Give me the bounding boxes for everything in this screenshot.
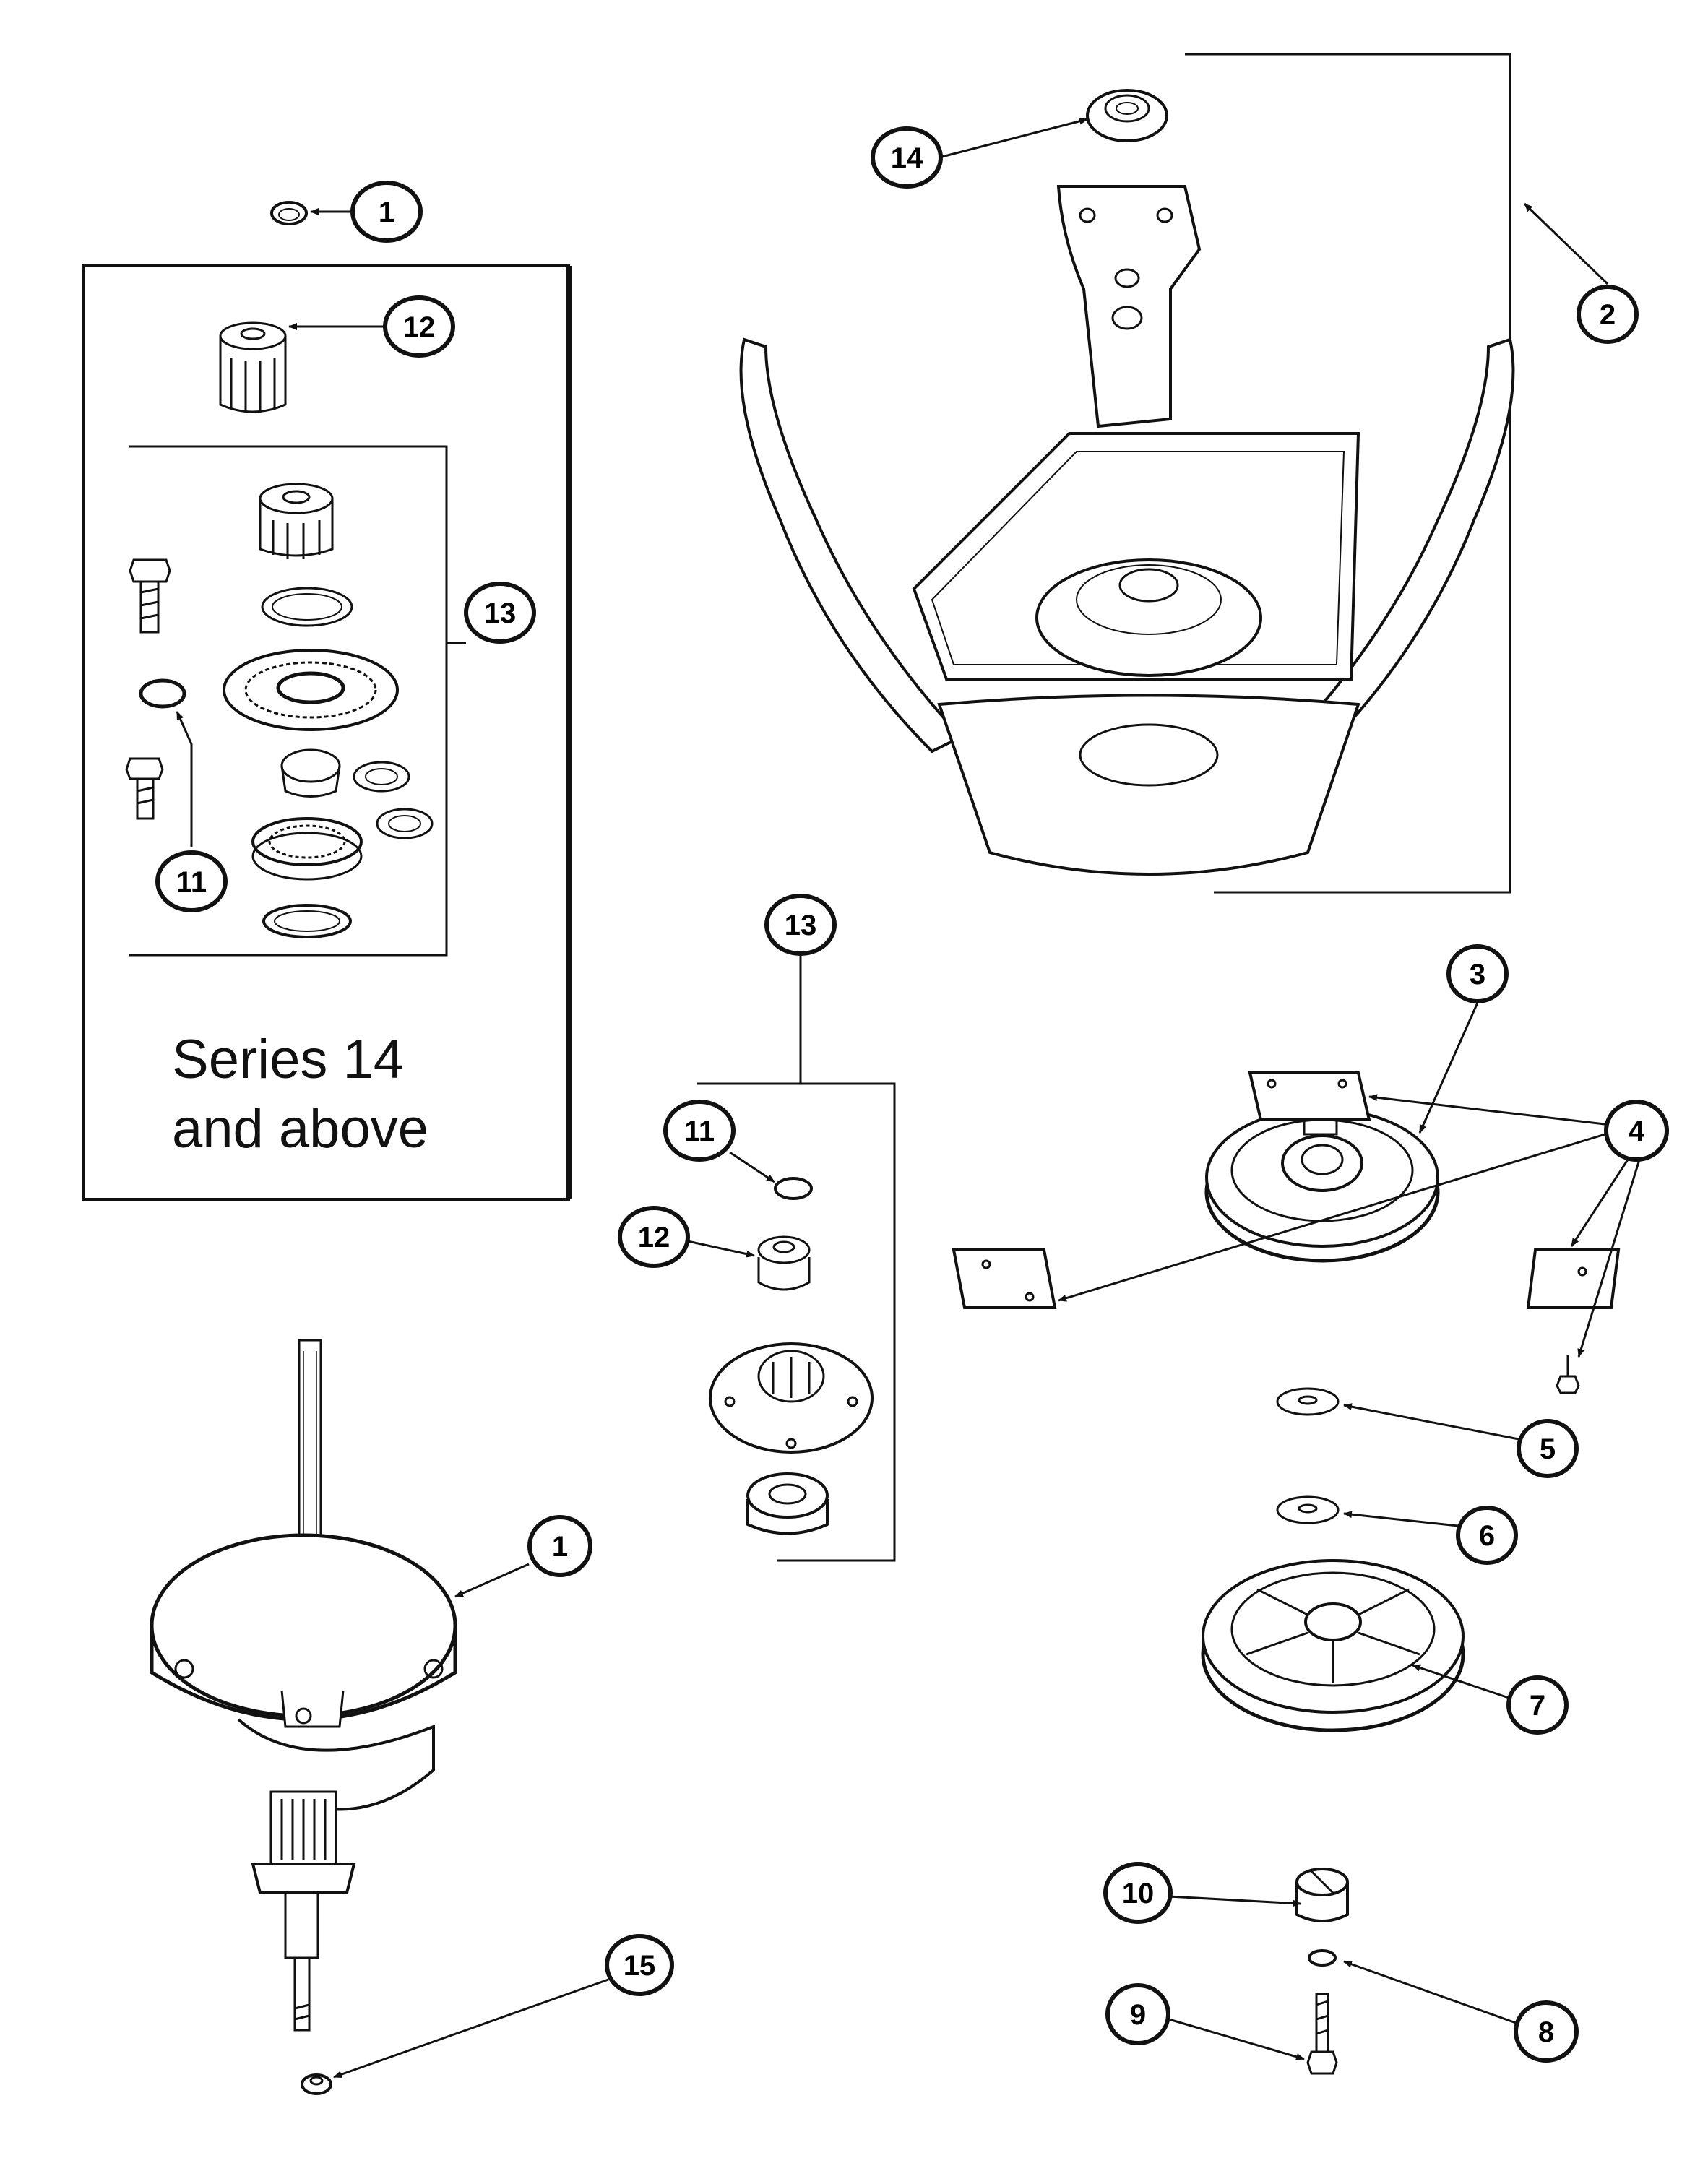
svg-text:14: 14	[891, 142, 923, 174]
inset-box-series-14	[82, 264, 572, 1201]
nut-part	[301, 2073, 332, 2095]
callout-13-kit: 13	[764, 894, 837, 956]
svg-text:5: 5	[1540, 1433, 1556, 1465]
callout-10: 10	[1103, 1862, 1173, 1924]
svg-text:1: 1	[552, 1531, 568, 1563]
svg-text:11: 11	[684, 1115, 715, 1147]
callout-6: 6	[1456, 1506, 1518, 1565]
callout-3: 3	[1446, 944, 1509, 1003]
washer-parts	[1276, 1387, 1340, 1524]
pad-parts	[952, 1071, 1621, 1394]
svg-text:15: 15	[624, 1950, 656, 1982]
inset-note-line1: Series 14	[172, 1029, 404, 1090]
svg-text:3: 3	[1470, 959, 1485, 990]
callout-14: 14	[871, 126, 943, 189]
idler-pulley-part	[1201, 1559, 1465, 1732]
drive-pulley-part	[1204, 1108, 1440, 1263]
svg-text:12: 12	[403, 311, 436, 343]
svg-text:13: 13	[484, 597, 517, 629]
snap-ring-part	[270, 201, 308, 225]
callout-1-bottom: 1	[527, 1515, 592, 1577]
callout-11-inset: 11	[155, 850, 228, 912]
svg-text:2: 2	[1600, 299, 1616, 331]
hardware-parts	[1295, 1868, 1349, 2075]
callout-7: 7	[1506, 1675, 1569, 1735]
svg-text:6: 6	[1479, 1520, 1495, 1552]
tub-support-part	[739, 53, 1515, 894]
callout-15: 15	[605, 1934, 674, 1996]
callout-9: 9	[1105, 1983, 1170, 2045]
callout-1-top: 1	[350, 181, 423, 243]
svg-text:4: 4	[1629, 1115, 1645, 1147]
callout-2: 2	[1577, 285, 1639, 344]
callout-11-kit: 11	[663, 1100, 736, 1162]
center-kit-parts	[709, 1177, 874, 1535]
callout-4: 4	[1604, 1100, 1669, 1162]
drive-nut-part	[219, 321, 287, 413]
inset-kit-parts	[125, 483, 434, 938]
callout-12-kit: 12	[618, 1206, 690, 1268]
callout-12-inset: 12	[383, 295, 455, 358]
svg-text:13: 13	[785, 910, 817, 941]
svg-text:9: 9	[1130, 1999, 1146, 2031]
svg-text:11: 11	[176, 866, 207, 898]
svg-text:7: 7	[1530, 1690, 1545, 1722]
bearing-part	[1086, 89, 1168, 142]
svg-text:10: 10	[1122, 1878, 1155, 1909]
center-kit-bracket	[697, 952, 896, 1562]
svg-text:1: 1	[379, 197, 394, 228]
svg-text:12: 12	[638, 1222, 670, 1253]
svg-text:8: 8	[1538, 2016, 1554, 2048]
callout-8: 8	[1514, 2000, 1579, 2063]
callout-5: 5	[1517, 1419, 1579, 1478]
callout-13-inset: 13	[464, 582, 536, 644]
inset-note-line2: and above	[172, 1098, 428, 1160]
transmission-part	[150, 1339, 457, 2032]
leader-lines	[176, 117, 1642, 2079]
